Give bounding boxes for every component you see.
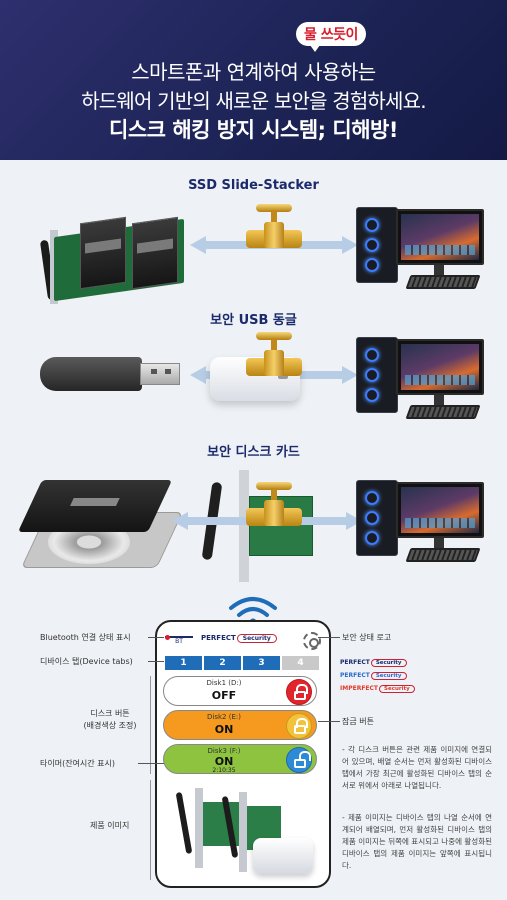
disk-button-2[interactable]: Disk2 (E:) ON <box>163 710 317 740</box>
note-paragraph-2: - 제품 이미지는 디바이스 탭의 나열 순서에 연계되어 배열되며, 먼저 활… <box>342 813 492 870</box>
leader-line <box>318 721 340 722</box>
valve-icon <box>246 482 302 530</box>
annotation-security-logo: 보안 상태 로고 <box>342 633 392 642</box>
valve-icon <box>246 332 302 380</box>
annotation-product-image: 제품 이미지 <box>90 821 130 830</box>
bracket-line <box>150 676 151 774</box>
usb-dongle-image <box>40 355 190 395</box>
hero-line-2: 하드웨어 기반의 새로운 보안을 경험하세요. <box>81 89 426 113</box>
lock-icon[interactable] <box>286 713 312 739</box>
hero-badge: 물 쓰듯이 <box>296 22 366 52</box>
leader-line <box>138 763 164 764</box>
hero-banner: 물 쓰듯이 스마트폰과 연계하여 사용하는 하드웨어 기반의 새로운 보안을 경… <box>0 0 507 160</box>
bracket-line <box>150 780 151 880</box>
valve-icon <box>246 204 302 252</box>
hero-line-3: 디스크 해킹 방지 시스템; 디해방! <box>109 118 398 142</box>
annotation-timer: 타이머(잔여시간 표시) <box>40 759 116 768</box>
section-title-disk-card: 보안 디스크 카드 <box>207 445 300 460</box>
tab-device-2[interactable]: 2 <box>204 656 241 670</box>
desktop-pc-icon <box>356 478 486 568</box>
disk-button-3[interactable]: Disk3 (F:) ON 2:10:35 <box>163 744 317 774</box>
annotation-disk-button-sub: (배경색상 조정) <box>83 721 137 730</box>
note-paragraph-1: - 각 디스크 버튼은 관련 제품 이미지에 연결되어 있으며, 배열 순서는 … <box>342 745 492 790</box>
hard-disk-image <box>17 480 184 572</box>
disk-name: Disk1 (D:) <box>206 679 242 687</box>
disk-state: OFF <box>211 689 237 702</box>
disk-name: Disk3 (F:) <box>207 747 241 755</box>
lock-icon[interactable] <box>286 679 312 705</box>
disk-timer: 2:10:35 <box>212 767 236 774</box>
settings-gear-icon[interactable] <box>303 632 321 650</box>
desktop-pc-icon <box>356 335 486 425</box>
bluetooth-status-icon: BT <box>165 632 193 645</box>
tab-device-4[interactable]: 4 <box>282 656 319 670</box>
device-tabs: 1 2 3 4 <box>165 656 319 670</box>
leader-line <box>148 661 164 662</box>
ssd-card-icon <box>80 216 126 290</box>
section-title-usb: 보안 USB 동글 <box>210 313 297 328</box>
disk-button-1[interactable]: Disk1 (D:) OFF <box>163 676 317 706</box>
tab-device-1[interactable]: 1 <box>165 656 202 670</box>
unlock-icon[interactable] <box>286 747 312 773</box>
hero-line-1: 스마트폰과 연계하여 사용하는 <box>131 60 376 84</box>
ssd-card-icon <box>132 216 178 290</box>
annotation-device-tabs: 디바이스 탭(Device tabs) <box>40 657 133 666</box>
disk-name: Disk2 (E:) <box>207 713 241 721</box>
annotation-lock-button: 잠금 버튼 <box>342 717 374 726</box>
tab-device-3[interactable]: 3 <box>243 656 280 670</box>
product-image <box>175 782 317 878</box>
annotation-bluetooth: Bluetooth 연결 상태 표시 <box>40 633 131 642</box>
ssd-stacker-image <box>39 210 190 305</box>
disk-state: ON <box>214 723 234 736</box>
desktop-pc-icon <box>356 205 486 295</box>
annotation-disk-button: 디스크 버튼 <box>90 709 130 718</box>
leader-line <box>148 637 164 638</box>
leader-line <box>318 637 340 638</box>
section-title-ssd: SSD Slide-Stacker <box>188 178 319 193</box>
disk-state: ON <box>214 755 234 768</box>
